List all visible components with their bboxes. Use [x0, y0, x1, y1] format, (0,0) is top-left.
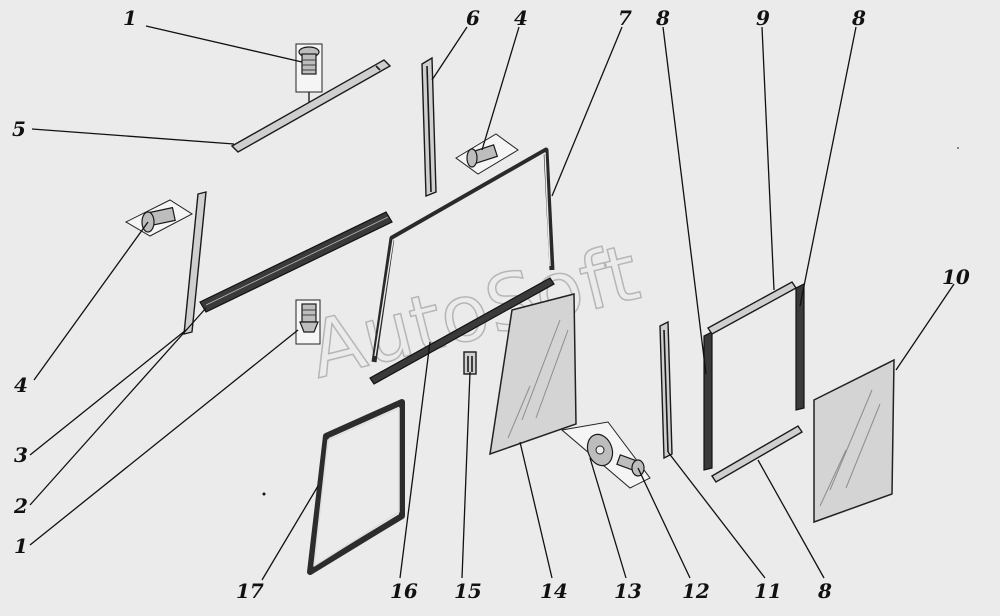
callout-8-top-left: 8 — [655, 6, 670, 30]
part-3-strip — [183, 191, 207, 335]
callout-1-top: 1 — [123, 6, 137, 30]
callout-8-top-right: 8 — [851, 6, 866, 30]
part-8-seal-left — [703, 331, 713, 471]
part-14-glass — [489, 293, 577, 456]
part-15-clip — [463, 351, 477, 375]
callout-labels: 1 5 6 4 7 8 9 8 10 4 3 2 1 17 16 15 14 1… — [12, 6, 970, 603]
part-9-seal — [706, 281, 798, 335]
callout-7: 7 — [618, 6, 632, 30]
callout-2: 2 — [13, 494, 28, 518]
callout-13: 13 — [614, 579, 642, 603]
callout-1-lower: 1 — [14, 534, 28, 558]
callout-4-top: 4 — [514, 6, 528, 30]
callout-5: 5 — [12, 117, 26, 141]
part-1-screw-top — [295, 43, 323, 102]
leader-lines — [29, 25, 955, 581]
callout-4-left: 4 — [14, 373, 28, 397]
callout-9: 9 — [756, 6, 770, 30]
speck — [262, 492, 266, 496]
callout-3: 3 — [14, 443, 28, 467]
part-5-strip — [230, 59, 392, 153]
part-4-screw-left — [124, 199, 193, 237]
callout-15: 15 — [454, 579, 482, 603]
part-16-seal — [369, 277, 555, 385]
part-2-strip — [199, 211, 393, 313]
callout-16: 16 — [390, 579, 418, 603]
part-13-12-callout — [560, 421, 651, 489]
callout-6: 6 — [466, 6, 480, 30]
part-4-screw-top — [455, 133, 519, 175]
part-10-glass — [813, 358, 895, 524]
callout-17: 17 — [236, 579, 264, 603]
callout-14: 14 — [540, 579, 568, 603]
part-11-channel — [659, 320, 673, 460]
part-7-frame — [371, 147, 555, 363]
speck — [957, 147, 959, 149]
callout-8-bottom: 8 — [817, 579, 832, 603]
part-8-seal-bottom — [711, 425, 803, 483]
part-1-screw-lower — [295, 299, 321, 345]
callout-12: 12 — [682, 579, 710, 603]
part-6-channel — [421, 56, 437, 198]
part-17-frame — [307, 399, 405, 575]
part-8-seal-right — [795, 283, 805, 411]
callout-10: 10 — [942, 265, 970, 289]
callout-11: 11 — [754, 579, 782, 603]
